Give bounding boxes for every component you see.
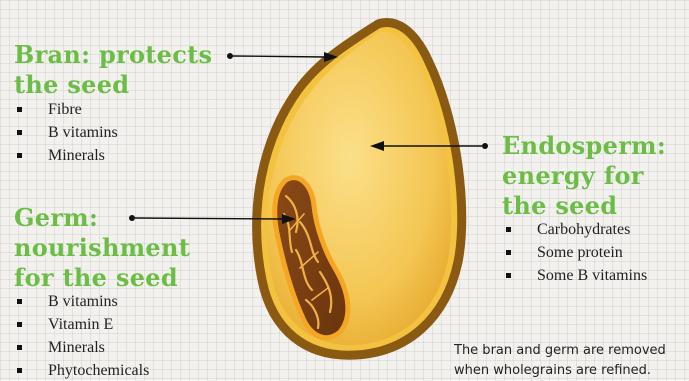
bran-heading: Bran: protects the seed xyxy=(14,40,212,100)
germ-nutrient: Minerals xyxy=(14,336,149,359)
endosperm-nutrient: Some B vitamins xyxy=(503,264,647,287)
endosperm-nutrient-list: Carbohydrates Some protein Some B vitami… xyxy=(503,218,647,287)
germ-nutrient: Phytochemicals xyxy=(14,359,149,381)
germ-nutrient: B vitamins xyxy=(14,290,149,313)
germ-nutrient-list: B vitamins Vitamin E Minerals Phytochemi… xyxy=(14,290,149,381)
germ-nutrient: Vitamin E xyxy=(14,313,149,336)
germ-heading: Germ: nourishment for the seed xyxy=(14,203,190,293)
refining-note: The bran and germ are removed when whole… xyxy=(454,341,689,381)
bran-nutrient-list: Fibre B vitamins Minerals xyxy=(14,98,118,167)
bran-nutrient: B vitamins xyxy=(14,121,118,144)
bran-nutrient: Minerals xyxy=(14,144,118,167)
endosperm-nutrient: Some protein xyxy=(503,241,647,264)
endosperm-heading: Endosperm: energy for the seed xyxy=(502,131,666,221)
endosperm-nutrient: Carbohydrates xyxy=(503,218,647,241)
bran-nutrient: Fibre xyxy=(14,98,118,121)
